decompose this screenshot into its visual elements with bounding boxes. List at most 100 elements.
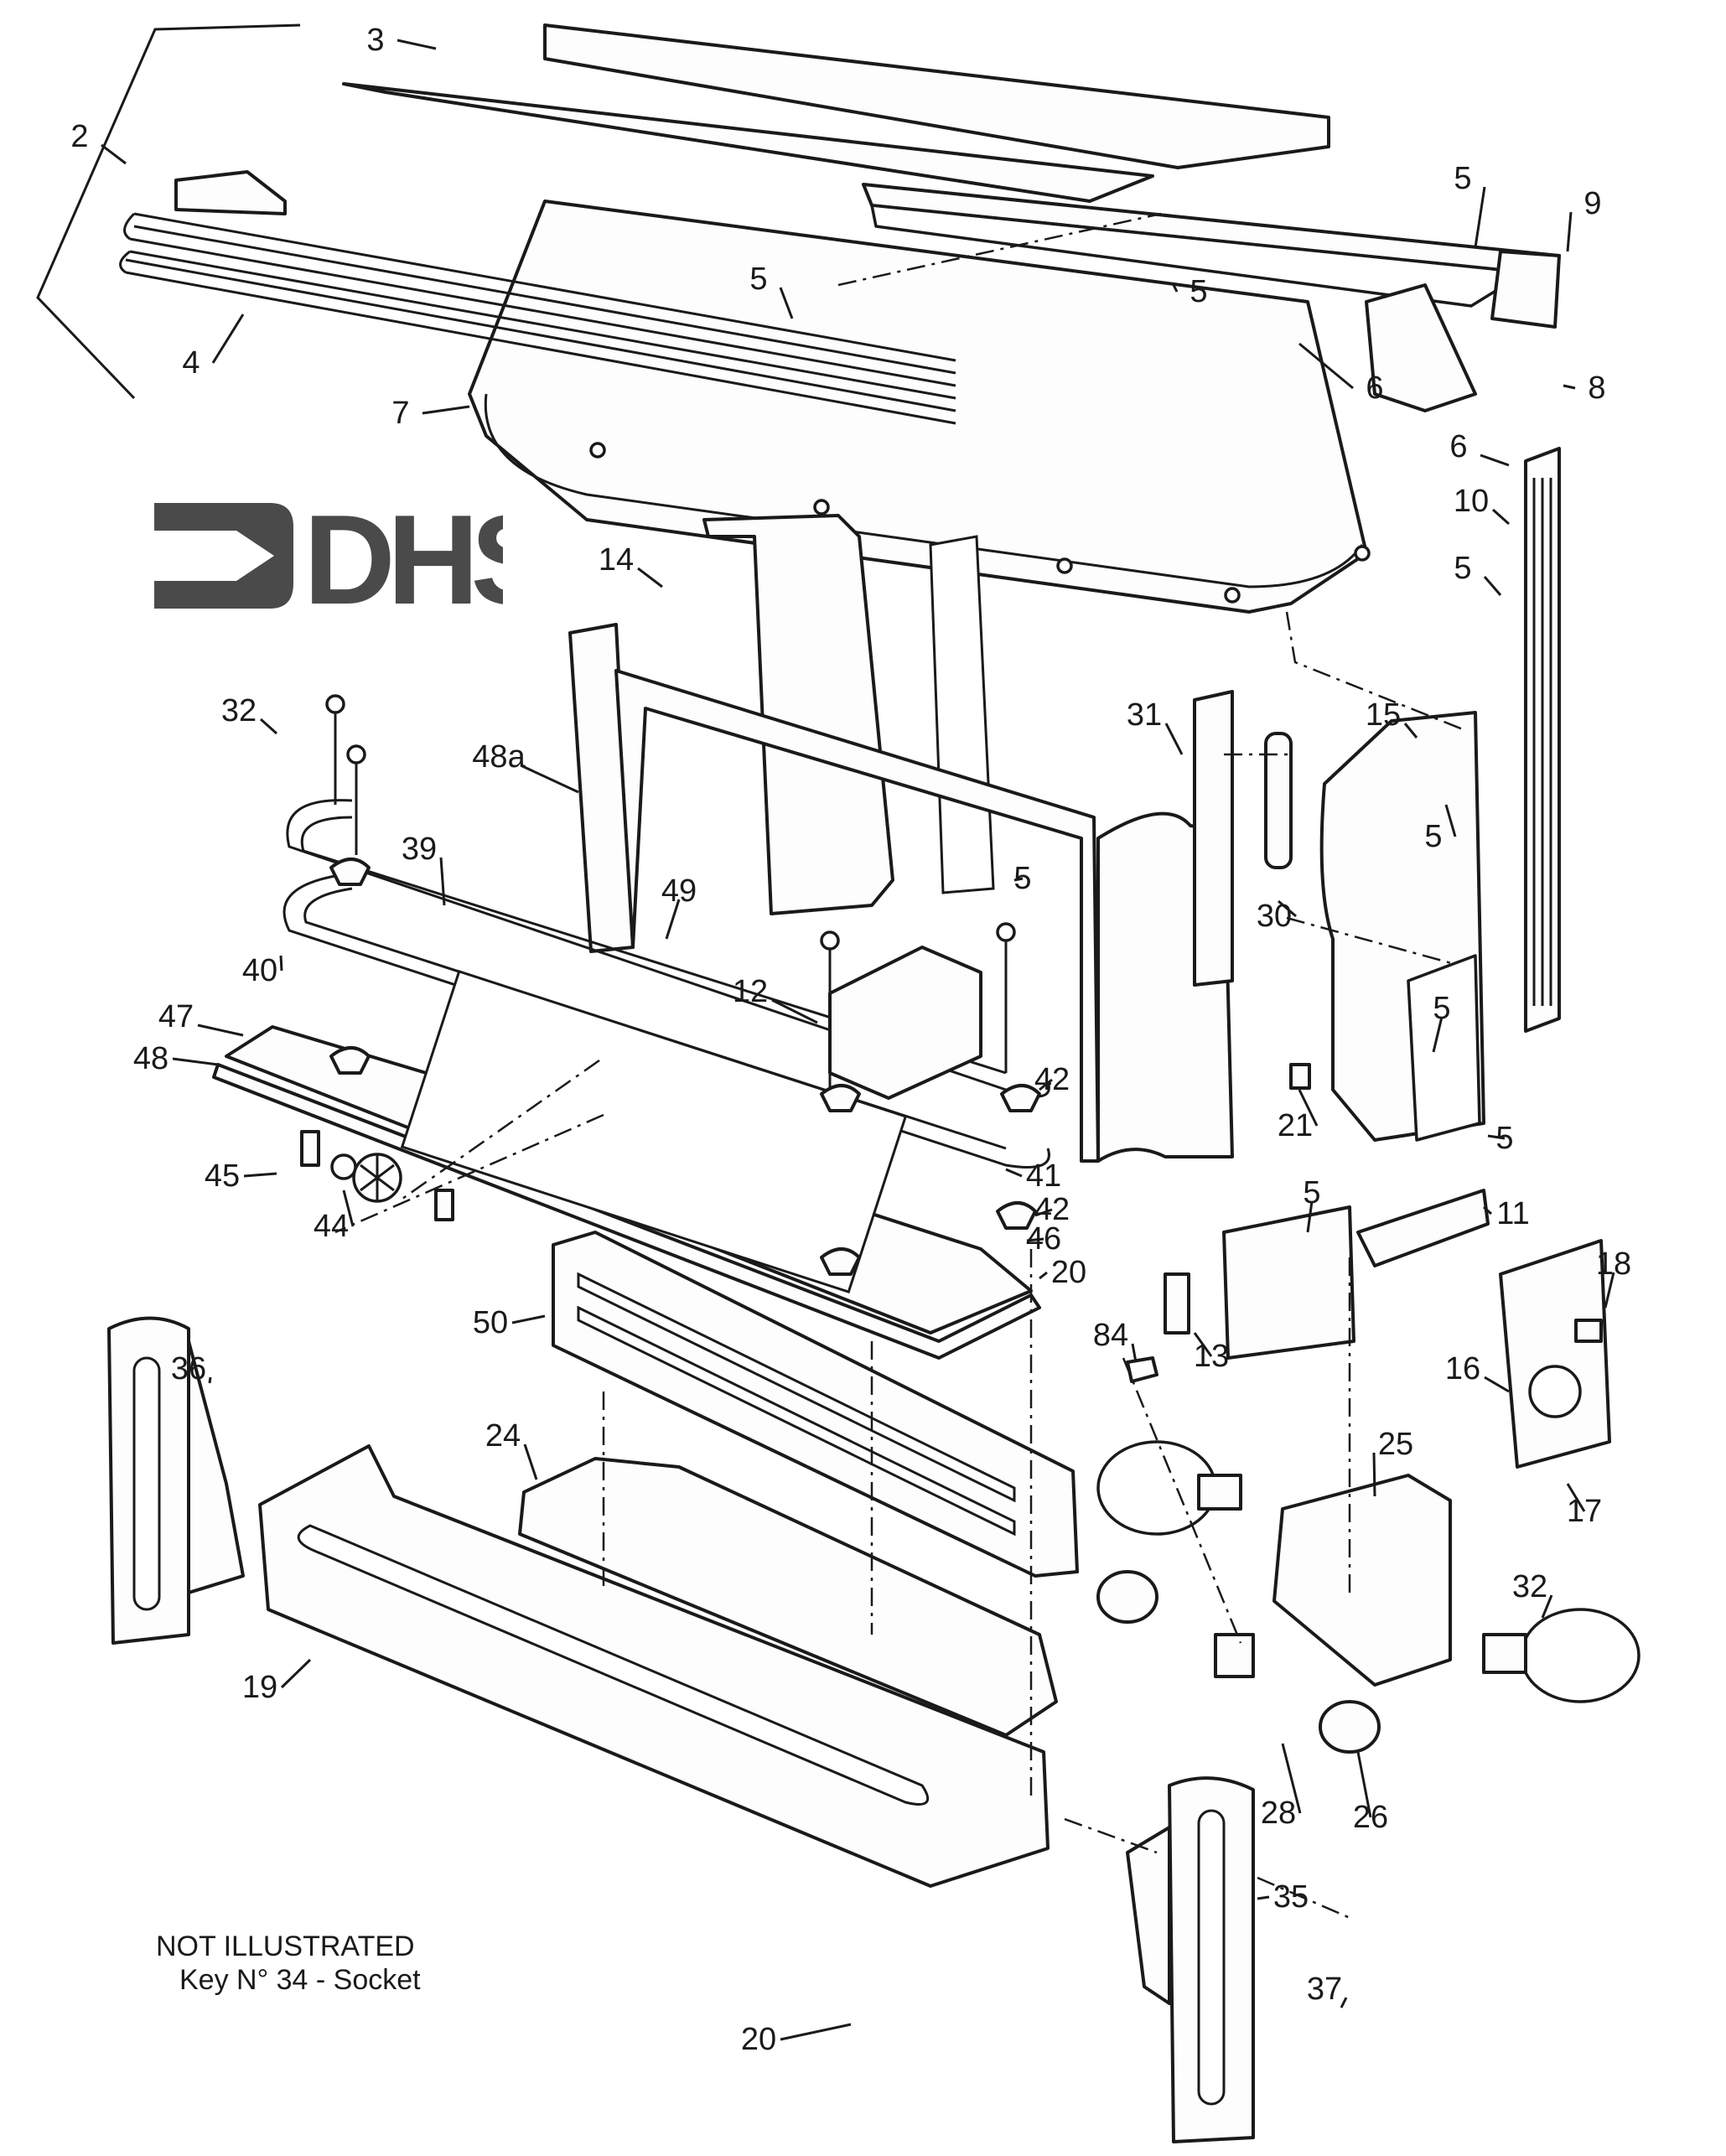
leader-line <box>1039 1271 1048 1280</box>
leader-line <box>1483 1205 1492 1215</box>
callout-label-4: 4 <box>182 345 200 381</box>
control-plate <box>1499 1239 1611 1469</box>
leader-line <box>771 998 818 1024</box>
left-end-cover <box>107 1316 245 1645</box>
baffle-vent <box>929 535 995 894</box>
leader-line <box>1372 1452 1376 1497</box>
fan-motor <box>300 1130 454 1221</box>
callout-label-32: 32 <box>1512 1569 1547 1604</box>
dhs-logo: DHS <box>153 489 560 631</box>
lamp-tray <box>518 1457 1058 1737</box>
leader-line <box>1566 211 1573 252</box>
terminal-housing <box>1222 1205 1355 1360</box>
callout-label-31: 31 <box>1127 697 1162 733</box>
note-text: Key N° 34 - Socket <box>179 1964 421 1996</box>
right-end-cover <box>1126 1776 1255 2143</box>
callout-label-14: 14 <box>599 542 634 578</box>
leader-line <box>1034 1208 1053 1217</box>
leader-line <box>279 955 283 972</box>
callout-label-48: 48 <box>133 1041 168 1076</box>
capacitor <box>1264 732 1293 869</box>
leader-line <box>1487 1134 1506 1140</box>
leader-line <box>520 764 579 794</box>
leader-line <box>1257 1895 1270 1900</box>
leader-line <box>665 899 681 940</box>
rear-rail <box>862 183 1561 329</box>
leader-line <box>1164 723 1184 755</box>
leader-line <box>1026 1237 1044 1242</box>
leader-line <box>101 143 127 165</box>
leader-line <box>637 567 663 588</box>
insulators <box>329 858 1041 1276</box>
callout-label-37: 37 <box>1307 1972 1342 2007</box>
callout-label-41: 41 <box>1026 1158 1061 1194</box>
leader-line <box>1306 1200 1314 1233</box>
callout-label-45: 45 <box>205 1158 240 1194</box>
leader-line <box>1172 284 1179 293</box>
leader-line <box>1403 723 1418 739</box>
leader-line <box>780 2023 852 2041</box>
leader-line <box>1298 342 1354 390</box>
leader-line <box>1281 1743 1302 1814</box>
cable-clamp <box>1126 1356 1158 1383</box>
callout-label-20: 20 <box>741 2022 776 2057</box>
heating-elements <box>282 799 1050 1169</box>
callout-label-21: 21 <box>1278 1108 1313 1143</box>
callout-label-17: 17 <box>1567 1494 1602 1529</box>
callout-label-5: 5 <box>749 262 767 297</box>
callout-label-5: 5 <box>1433 991 1450 1026</box>
callout-label-26: 26 <box>1353 1800 1388 1835</box>
callout-label-50: 50 <box>473 1305 508 1340</box>
callout-label-16: 16 <box>1445 1351 1480 1386</box>
callout-label-42: 42 <box>1034 1062 1070 1097</box>
assembly-lines <box>334 212 1464 1921</box>
callout-label-5: 5 <box>1303 1175 1320 1210</box>
callout-label-5: 5 <box>1190 274 1207 309</box>
callout-label-47: 47 <box>158 999 194 1034</box>
element-support <box>828 946 982 1100</box>
base-bracket <box>1356 1189 1490 1267</box>
callout-label-40: 40 <box>242 953 277 988</box>
leader-line <box>1483 576 1502 596</box>
leader-line <box>1474 186 1486 248</box>
side-panel-window <box>1407 954 1481 1142</box>
leader-line <box>439 857 446 906</box>
top-panel <box>342 23 1330 203</box>
callout-label-5: 5 <box>1454 161 1471 196</box>
leader-line <box>1356 1751 1372 1818</box>
callout-label-15: 15 <box>1366 697 1401 733</box>
callout-label-6: 6 <box>1366 371 1383 406</box>
post <box>1193 690 1234 987</box>
leader-line <box>1541 1594 1553 1619</box>
assembly-bracket-line <box>36 23 301 400</box>
callout-label-2: 2 <box>70 119 88 154</box>
terminal-block <box>1164 1272 1190 1335</box>
callout-label-5: 5 <box>1013 861 1031 896</box>
callout-label-9: 9 <box>1583 186 1601 221</box>
callout-label-3: 3 <box>366 23 384 58</box>
leader-lines <box>101 39 1615 2041</box>
leader-line <box>211 314 245 364</box>
callout-label-30: 30 <box>1257 899 1292 934</box>
nut <box>1289 1063 1311 1090</box>
leader-line <box>172 1057 219 1066</box>
callout-label-6: 6 <box>1449 429 1467 464</box>
leader-line <box>1278 899 1297 918</box>
leader-line <box>1444 804 1457 837</box>
heating-element-assembly <box>119 170 956 425</box>
leader-line <box>779 287 794 319</box>
note-heading: NOT ILLUSTRATED <box>156 1931 415 1962</box>
callout-label-25: 25 <box>1378 1427 1413 1462</box>
logo-text: DHS <box>303 493 503 619</box>
leader-line <box>243 1172 277 1178</box>
callout-label-20: 20 <box>1051 1255 1086 1290</box>
leader-line <box>1491 508 1511 526</box>
lamp-assembly <box>1096 1440 1640 1754</box>
left-baffle <box>702 514 894 915</box>
callout-label-12: 12 <box>733 974 768 1009</box>
leader-line <box>1480 453 1510 467</box>
arrow-right-icon: DHS <box>154 489 560 631</box>
callout-label-24: 24 <box>485 1418 521 1454</box>
